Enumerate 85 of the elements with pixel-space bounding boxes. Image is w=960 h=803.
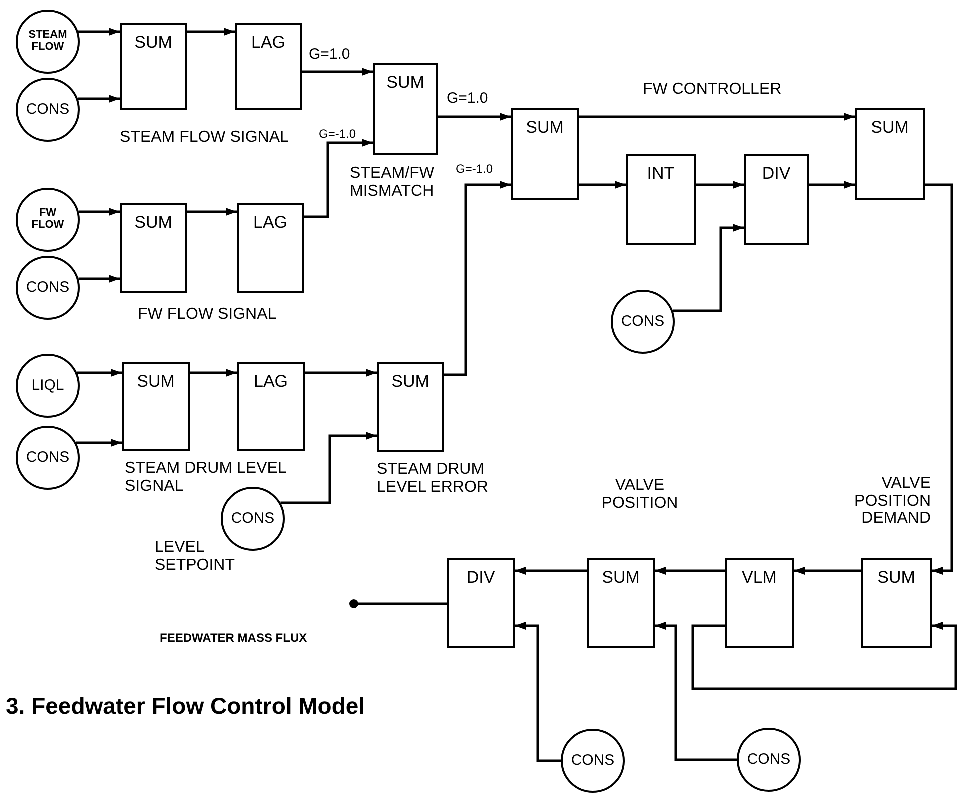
block-label: CONS xyxy=(571,753,615,769)
function-block xyxy=(626,154,696,245)
signal-arrow xyxy=(78,95,120,103)
signal-arrow xyxy=(304,139,373,218)
block-label: CONS xyxy=(26,280,70,296)
block-label: LIQL xyxy=(32,378,64,394)
block-label: DIV xyxy=(466,568,496,588)
function-block xyxy=(725,558,794,648)
output-line xyxy=(350,600,447,608)
figure-caption: 3. Feedwater Flow Control Model xyxy=(6,694,366,720)
signal-arrow xyxy=(76,439,122,447)
function-block xyxy=(377,362,444,452)
block-caption: VALVE POSITION DEMAND xyxy=(854,475,931,528)
output-label: FEEDWATER MASS FLUX xyxy=(160,632,308,646)
block-caption: STEAM DRUM LEVEL ERROR xyxy=(377,461,490,496)
block-caption: LEVEL SETPOINT xyxy=(155,539,236,574)
signal-arrow xyxy=(305,369,377,377)
signal-arrow xyxy=(925,184,954,575)
block-caption: STEAM/FW MISMATCH xyxy=(350,165,436,200)
gain-label: G=1.0 xyxy=(308,47,352,62)
signal-arrow xyxy=(302,68,373,76)
block-label: SUM xyxy=(137,372,175,392)
group-label: STEAM DRUM LEVEL SIGNAL xyxy=(125,460,288,496)
block-label: SUM xyxy=(392,372,430,392)
block-label: SUM xyxy=(386,73,424,93)
block-label: CONS xyxy=(747,752,791,768)
signal-arrow xyxy=(655,567,725,575)
signal-arrow xyxy=(78,28,120,36)
block-label: SUM xyxy=(878,568,916,588)
signal-arrow xyxy=(187,208,237,216)
block-label: SUM xyxy=(871,118,909,138)
signal-arrow xyxy=(692,622,958,690)
block-caption: VALVE POSITION xyxy=(600,477,680,512)
block-label: SUM xyxy=(602,568,640,588)
signal-arrow xyxy=(444,181,511,376)
block-label: LAG xyxy=(251,33,286,53)
signal-arrow xyxy=(696,181,744,189)
block-label: CONS xyxy=(621,314,665,330)
function-block xyxy=(855,108,925,200)
signal-arrow xyxy=(794,567,861,575)
block-label: DIV xyxy=(762,164,791,184)
block-label: CONS xyxy=(26,102,70,118)
signal-arrow xyxy=(78,275,120,283)
signal-arrow xyxy=(809,181,855,189)
function-block xyxy=(373,63,438,155)
block-label: LAG xyxy=(254,372,288,392)
function-block xyxy=(447,558,515,648)
function-block xyxy=(237,362,305,451)
block-label: INT xyxy=(647,164,675,184)
signal-arrow xyxy=(579,113,855,121)
function-block xyxy=(744,154,809,245)
signal-arrow xyxy=(190,369,237,377)
gain-label: G=-1.0 xyxy=(455,163,494,175)
function-block xyxy=(120,23,187,110)
signal-arrow xyxy=(655,622,737,762)
block-label: STEAM FLOW xyxy=(28,30,68,54)
function-block xyxy=(120,203,187,293)
function-block xyxy=(237,203,304,293)
gain-label: G=1.0 xyxy=(446,91,490,106)
function-block xyxy=(511,108,579,200)
block-label: SUM xyxy=(526,118,564,138)
group-label: FW CONTROLLER xyxy=(643,81,783,99)
group-label: STEAM FLOW SIGNAL xyxy=(120,129,290,147)
group-label: FW FLOW SIGNAL xyxy=(138,306,278,324)
function-block xyxy=(861,558,932,648)
signal-arrow xyxy=(77,369,122,377)
signal-arrow xyxy=(78,208,120,216)
block-label: SUM xyxy=(134,213,172,233)
block-label: LAG xyxy=(253,213,288,233)
block-label: CONS xyxy=(231,511,275,527)
signal-arrow xyxy=(187,28,235,36)
signal-arrow xyxy=(515,567,587,575)
signal-arrow xyxy=(280,432,377,504)
block-label: VLM xyxy=(742,568,777,588)
function-block xyxy=(122,362,190,451)
function-block xyxy=(235,23,302,110)
signal-arrow xyxy=(673,224,744,312)
gain-label: G=-1.0 xyxy=(318,128,358,140)
block-label: FW FLOW xyxy=(30,208,66,232)
block-label: CONS xyxy=(26,450,70,466)
block-label: SUM xyxy=(134,33,172,53)
signal-arrow xyxy=(438,113,511,121)
function-block xyxy=(587,558,655,648)
signal-arrow xyxy=(579,181,626,189)
signal-arrow xyxy=(515,622,561,762)
